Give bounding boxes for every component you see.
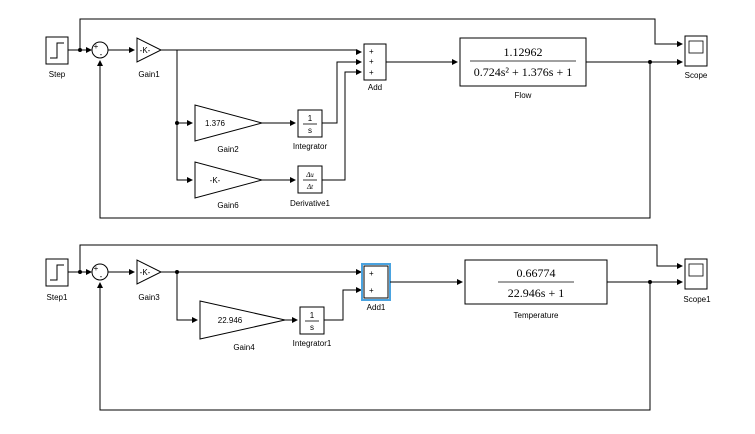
- gain2-value: 1.376: [205, 119, 226, 128]
- integrator-denominator: s: [308, 126, 312, 135]
- scope-block[interactable]: [684, 35, 708, 67]
- integrator1-denominator: s: [310, 323, 314, 332]
- sum1-block[interactable]: + -: [91, 263, 109, 281]
- add1-label: Add1: [367, 303, 386, 312]
- scope-label: Scope: [685, 71, 708, 80]
- add1-block[interactable]: + +: [361, 263, 391, 301]
- gain1-label: Gain1: [138, 70, 160, 79]
- temperature-numerator: 0.66774: [517, 266, 556, 280]
- sum1-minus-sign: -: [100, 272, 103, 281]
- gain2-label: Gain2: [217, 145, 239, 154]
- diagram-temperature: Step1 + - -K- Gain3 22.946 Gain4: [45, 244, 711, 411]
- add-sign-3: +: [369, 68, 374, 77]
- add-sign-1: +: [369, 47, 374, 56]
- integrator-label: Integrator: [293, 142, 328, 151]
- temperature-label: Temperature: [514, 311, 559, 320]
- scope1-block[interactable]: [684, 258, 708, 290]
- sum-block[interactable]: + -: [91, 41, 109, 59]
- derivative-denominator: Δt: [306, 183, 314, 191]
- integrator-block[interactable]: 1 s: [297, 109, 323, 138]
- gain6-block[interactable]: -K-: [194, 161, 264, 199]
- step1-block[interactable]: [45, 258, 69, 287]
- integrator1-block[interactable]: 1 s: [299, 306, 325, 335]
- scope1-label: Scope1: [683, 295, 711, 304]
- flow-transfer-function[interactable]: 1.12962 0.724s² + 1.376s + 1: [459, 37, 587, 87]
- add1-sign-2: +: [369, 286, 374, 295]
- gain4-block[interactable]: 22.946: [199, 300, 286, 340]
- sum1-plus-sign: +: [94, 264, 99, 273]
- derivative-numerator: Δu: [305, 171, 314, 179]
- gain2-block[interactable]: 1.376: [194, 104, 264, 142]
- gain3-label: Gain3: [138, 293, 160, 302]
- gain3-block[interactable]: -K-: [136, 259, 163, 285]
- gain6-value: -K-: [210, 176, 221, 185]
- gain4-label: Gain4: [233, 343, 255, 352]
- gain6-label: Gain6: [217, 201, 239, 210]
- step1-label: Step1: [47, 293, 68, 302]
- step-block[interactable]: [45, 36, 69, 65]
- gain4-value: 22.946: [218, 316, 243, 325]
- integrator-numerator: 1: [308, 114, 313, 123]
- sum-minus-sign: -: [100, 50, 103, 59]
- temperature-transfer-function[interactable]: 0.66774 22.946s + 1: [464, 259, 608, 305]
- flow-numerator: 1.12962: [504, 45, 543, 59]
- sum-plus-sign: +: [94, 42, 99, 51]
- add-block[interactable]: + + +: [363, 43, 387, 81]
- add1-sign-1: +: [369, 269, 374, 278]
- add-label: Add: [368, 83, 382, 92]
- derivative-block[interactable]: Δu Δt: [297, 165, 323, 194]
- integrator1-label: Integrator1: [293, 339, 332, 348]
- add-sign-2: +: [369, 57, 374, 66]
- flow-denominator: 0.724s² + 1.376s + 1: [474, 65, 572, 79]
- temperature-denominator: 22.946s + 1: [508, 286, 564, 300]
- diagram-flow: Step + - -K- Gain1 1.376 Gain2: [45, 18, 708, 219]
- flow-label: Flow: [515, 91, 532, 100]
- integrator1-numerator: 1: [310, 311, 315, 320]
- gain1-block[interactable]: -K-: [136, 37, 163, 63]
- step-label: Step: [49, 70, 66, 79]
- gain1-value: -K-: [140, 46, 151, 55]
- gain3-value: -K-: [140, 268, 151, 277]
- derivative-label: Derivative1: [290, 199, 331, 208]
